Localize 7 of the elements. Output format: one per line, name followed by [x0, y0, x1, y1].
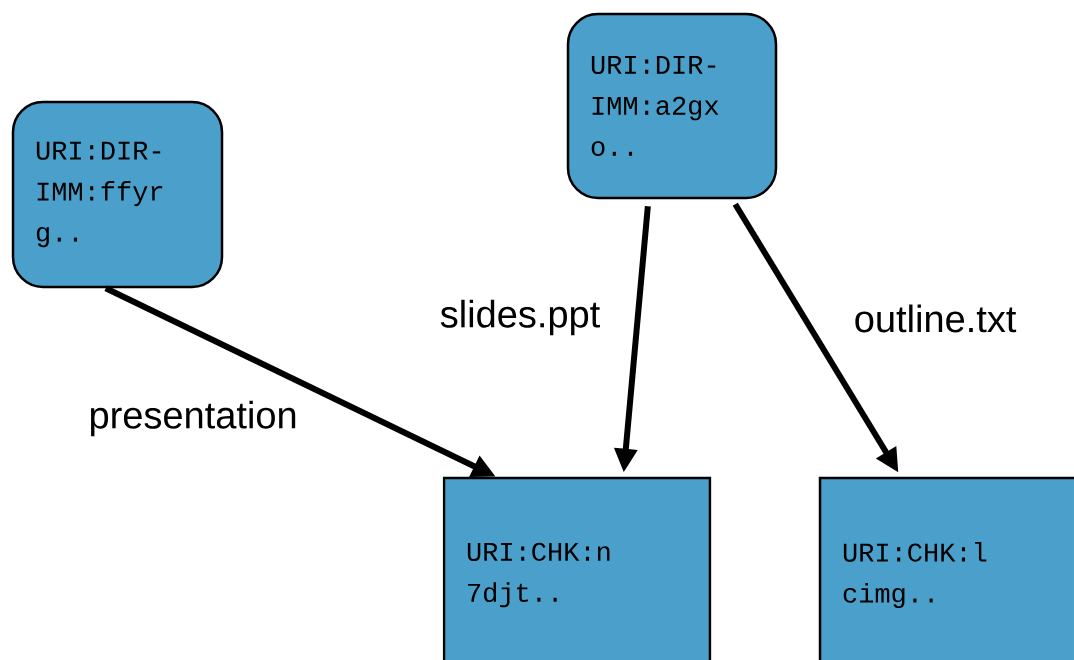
edge-label: presentation [87, 399, 299, 438]
rounded-box: URI:DIR- IMM:a2gx o.. [566, 12, 778, 200]
edge-label: outline.txt [852, 303, 1018, 334]
rounded-box: URI:DIR- IMM:ffyr g.. [11, 100, 224, 289]
edge-label: slides.ppt [438, 298, 602, 337]
box: URI:CHK:l cimg.. [818, 476, 1074, 660]
box: URI:CHK:n 7djt.. [442, 476, 712, 660]
